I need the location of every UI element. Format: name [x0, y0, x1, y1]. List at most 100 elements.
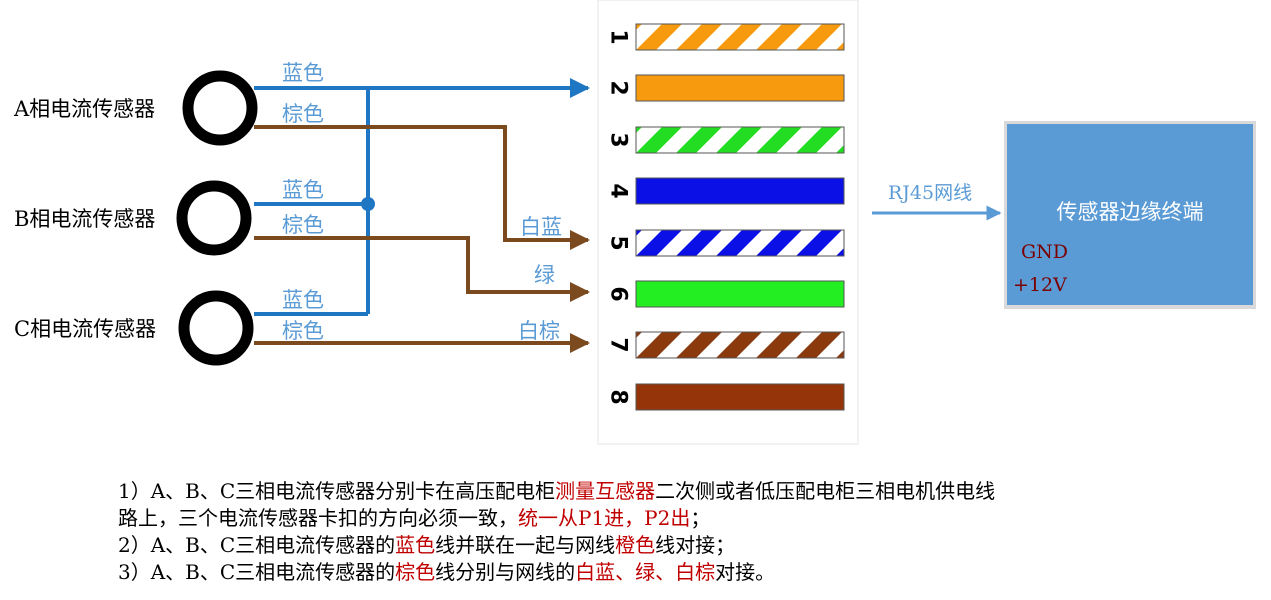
edge-terminal-title: 传感器边缘终端: [1057, 200, 1204, 224]
stripe: [836, 42, 844, 50]
pin5-wire-label: 白蓝: [520, 215, 562, 239]
stripe: [676, 230, 722, 256]
note-text: 2）A、B、C三相电流传感器的: [118, 533, 396, 557]
pin-7-border: [635, 331, 845, 359]
notes: 1）A、B、C三相电流传感器分别卡在高压配电柜测量互感器二次侧或者低压配电柜三相…: [118, 478, 1218, 586]
stripe: [636, 24, 642, 30]
note-text: 3）A、B、C三相电流传感器的: [118, 560, 396, 584]
pin-8-number: 8: [606, 389, 631, 404]
pin-6: 6: [606, 280, 845, 308]
pin-4-wire: [636, 178, 844, 204]
pin-7: 7: [606, 331, 1042, 359]
sensor-a-brown-wire: [254, 125, 590, 250]
stripe: [636, 332, 642, 338]
stripe: [676, 127, 722, 153]
stripe: [956, 332, 1002, 358]
sensor-a-ring-icon: [182, 70, 258, 146]
stripe: [796, 332, 842, 358]
sensor-b-brown-label: 棕色: [282, 213, 324, 237]
note-line-2: 路上，三个电流传感器卡扣的方向必须一致，统一从P1进，P2出；: [118, 505, 1218, 532]
edge-terminal: 传感器边缘终端 GND +12V: [1004, 121, 1256, 309]
rj45-pins: 1 2 3 4 5 6 7 8: [556, 23, 1042, 411]
pin-5-stripes: [556, 230, 1002, 256]
stripe: [876, 332, 922, 358]
note-highlight: 白蓝、绿、白棕: [575, 560, 716, 584]
stripe: [756, 230, 802, 256]
pin7-wire-label: 白棕: [518, 319, 560, 343]
stripe: [836, 350, 844, 358]
note-line-3: 2）A、B、C三相电流传感器的蓝色线并联在一起与网线橙色线对接；: [118, 532, 1218, 559]
sensor-c-blue-label: 蓝色: [282, 288, 324, 312]
pin-7-number: 7: [606, 337, 631, 352]
pin-8-border: [635, 383, 845, 411]
stripe: [716, 230, 762, 256]
sensor-a-label: A相电流传感器: [13, 97, 155, 121]
pin-2-wire: [636, 75, 844, 101]
rj45-cable-label: RJ45网线: [888, 182, 972, 204]
pin-2: 2: [606, 74, 845, 102]
note-highlight: 棕色: [395, 560, 436, 584]
pin-2-number: 2: [606, 80, 631, 95]
pin-1: 1: [556, 23, 1042, 51]
pin-4-number: 4: [606, 183, 631, 198]
stripe: [636, 332, 682, 358]
sensor-a-brown-label: 棕色: [282, 102, 324, 126]
stripe: [636, 230, 642, 236]
stripe: [756, 127, 802, 153]
stripe: [996, 332, 1042, 358]
pin-3-stripes: [636, 127, 962, 153]
stripe: [996, 24, 1042, 50]
sensor-b-ring-icon: [176, 180, 252, 256]
pin-3: 3: [606, 126, 962, 154]
stripe: [836, 145, 844, 153]
pin-4: 4: [606, 177, 845, 205]
v12-label: +12V: [1013, 274, 1067, 296]
note-text: 线对接；: [655, 533, 736, 557]
stripe: [796, 24, 842, 50]
note-text: 路上，三个电流传感器卡扣的方向必须一致，: [118, 506, 518, 530]
pin-7-stripes: [636, 332, 1042, 358]
stripe: [796, 230, 842, 256]
pin-6-wire: [636, 281, 844, 307]
pin6-wire-label: 绿: [534, 263, 555, 287]
pin-1-border: [635, 23, 845, 51]
note-highlight: 测量互感器: [555, 479, 656, 503]
stripe: [636, 127, 642, 133]
stripe: [916, 332, 962, 358]
pin-5-border: [635, 229, 845, 257]
stripe: [876, 24, 922, 50]
stripe: [916, 127, 962, 153]
stripe: [716, 332, 762, 358]
pin-8-wire: [636, 384, 844, 410]
stripe: [556, 230, 602, 256]
stripe: [756, 332, 802, 358]
stripe: [636, 24, 682, 50]
edge-terminal-box: [1007, 124, 1253, 305]
note-text: 线分别与网线的: [435, 560, 576, 584]
brown-wires: [254, 125, 590, 353]
stripe: [916, 24, 962, 50]
stripe: [636, 230, 682, 256]
pin-6-number: 6: [606, 286, 631, 301]
sensor-c-ring-icon: [178, 290, 254, 366]
stripe: [756, 24, 802, 50]
pin-3-border: [635, 126, 845, 154]
stripe: [956, 230, 1002, 256]
note-text: 线并联在一起与网线: [435, 533, 616, 557]
pin-8: 8: [606, 383, 845, 411]
pin-2-border: [635, 74, 845, 102]
stripe: [956, 24, 1002, 50]
stripe: [836, 248, 844, 256]
sensor-c-label: C相电流传感器: [14, 317, 156, 341]
stripe: [556, 24, 602, 50]
note-highlight: 橙色: [615, 533, 656, 557]
sensor-b-brown-wire: [254, 236, 590, 302]
pin-1-number: 1: [606, 29, 631, 44]
stripe: [916, 230, 962, 256]
sensor-b-blue-label: 蓝色: [282, 178, 324, 202]
pin-5: 5: [556, 229, 1002, 257]
sensor-b-label: B相电流传感器: [14, 207, 155, 231]
stripe: [676, 332, 722, 358]
stripe: [636, 127, 682, 153]
